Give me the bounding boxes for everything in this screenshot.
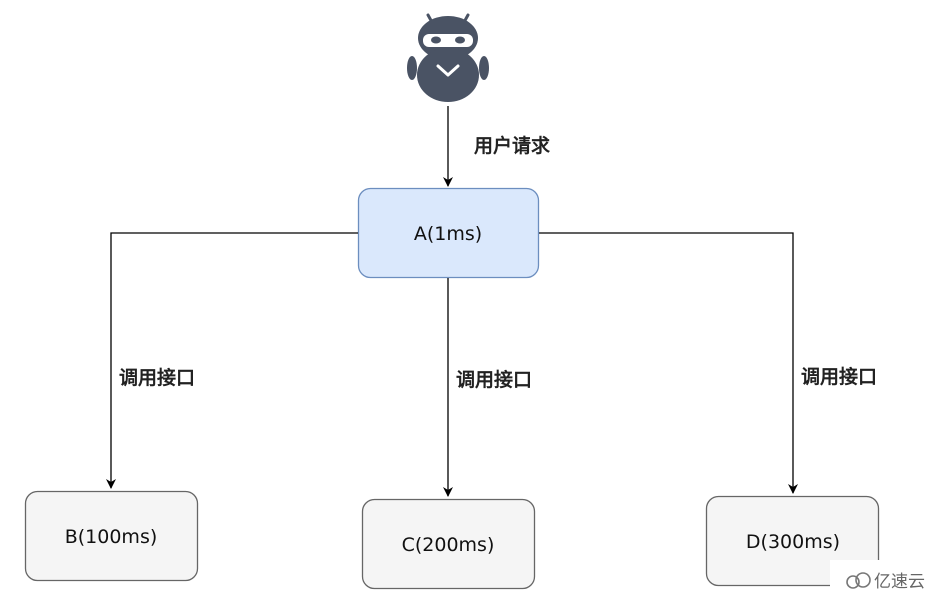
edge-a-to-d-label: 调用接口 [801, 366, 877, 388]
edge-a-to-b [106, 232, 358, 489]
node-b-label: B(100ms) [65, 526, 158, 548]
robot-user-icon [407, 13, 489, 102]
watermark: 亿速云 [830, 560, 931, 600]
node-a-label: A(1ms) [414, 223, 482, 245]
request-label: 用户请求 [474, 134, 551, 157]
node-c-label: C(200ms) [402, 534, 495, 556]
node-d-label: D(300ms) [746, 531, 840, 553]
cloud-logo-icon [846, 572, 871, 589]
watermark-text: 亿速云 [874, 572, 925, 592]
node-b: B(100ms) [24, 490, 199, 582]
node-a: A(1ms) [357, 187, 540, 279]
edge-a-to-c-label: 调用接口 [456, 369, 532, 391]
edge-a-to-b-label: 调用接口 [119, 367, 195, 389]
edge-a-to-d [539, 232, 798, 494]
node-c: C(200ms) [361, 498, 536, 590]
